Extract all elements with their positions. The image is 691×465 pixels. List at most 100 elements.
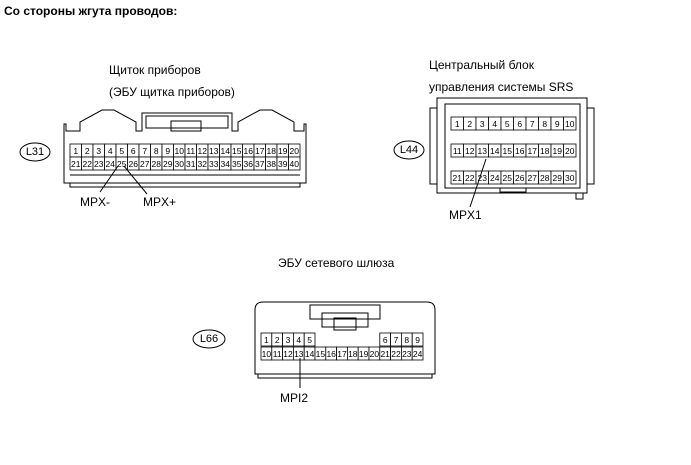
- l66-id-oval: [192, 329, 226, 349]
- l31-pin-27: 27: [140, 159, 150, 169]
- terminal-mpx-plus: MPX+: [143, 195, 176, 209]
- connector-l31-title: Щиток приборов: [109, 63, 201, 77]
- l31-pin-23: 23: [94, 159, 104, 169]
- l31-pin-36: 36: [244, 159, 254, 169]
- l44-pin-30-cell: [563, 170, 577, 185]
- l44-pin-4: 4: [492, 119, 497, 129]
- l66-pin-4: 4: [296, 335, 301, 345]
- l44-pin-8: 8: [542, 119, 547, 129]
- l31-pin-18: 18: [267, 146, 277, 156]
- l31-pin-37: 37: [255, 159, 265, 169]
- l44-pin-17: 17: [528, 146, 538, 156]
- page-heading: Со стороны жгута проводов:: [4, 4, 178, 18]
- terminal-mpx-minus: MPX-: [80, 195, 110, 209]
- terminal-mpi2: MPI2: [280, 391, 308, 405]
- l31-pin-29: 29: [163, 159, 173, 169]
- l66-pin-5: 5: [307, 335, 312, 345]
- l44-pin-10-cell: [563, 116, 577, 131]
- l66-pin-8: 8: [404, 335, 409, 345]
- l31-pin-24: 24: [106, 159, 116, 169]
- l66-id-label: L66: [200, 333, 218, 345]
- l31-pin-35: 35: [232, 159, 242, 169]
- l31-pin-33: 33: [209, 159, 219, 169]
- l31-pin-7: 7: [142, 146, 147, 156]
- l44-id-oval: [393, 140, 425, 160]
- l31-pin-12: 12: [198, 146, 208, 156]
- l31-pin-22: 22: [83, 159, 93, 169]
- l44-pin-23: 23: [478, 173, 488, 183]
- mpx-minus-leader: [99, 165, 119, 193]
- l66-pin-1: 1: [264, 335, 269, 345]
- l31-pin-4: 4: [108, 146, 113, 156]
- l31-pin-40-cell: [288, 156, 301, 171]
- l44-pin-22: 22: [465, 173, 475, 183]
- l66-pin-17: 17: [337, 349, 347, 359]
- l31-pin-11: 11: [186, 146, 195, 156]
- l44-pin-3: 3: [480, 119, 485, 129]
- l31-pin-10: 10: [175, 146, 185, 156]
- l44-pin-14: 14: [490, 146, 500, 156]
- l66-pin-20: 20: [370, 349, 380, 359]
- l31-pin-17: 17: [255, 146, 265, 156]
- l31-latch: [145, 115, 229, 129]
- l44-id-label: L44: [400, 144, 418, 156]
- l66-pin-18: 18: [348, 349, 358, 359]
- l44-pin-15: 15: [503, 146, 513, 156]
- l66-pin-22: 22: [391, 349, 401, 359]
- l31-pin-6: 6: [131, 146, 136, 156]
- l31-id-oval: [19, 142, 51, 162]
- l66-pin-10: 10: [262, 349, 272, 359]
- l31-pin-20: 20: [290, 146, 300, 156]
- connector-l44-subtitle: управления системы SRS: [429, 80, 574, 94]
- l66-pin-14: 14: [305, 349, 315, 359]
- l44-pin-25: 25: [503, 173, 513, 183]
- l31-pin-39: 39: [278, 159, 288, 169]
- l31-pin-38: 38: [267, 159, 277, 169]
- l44-pin-19: 19: [553, 146, 563, 156]
- l31-pin-16: 16: [244, 146, 254, 156]
- connector-l31-subtitle: (ЭБУ щитка приборов): [109, 85, 235, 99]
- l44-pin-24: 24: [490, 173, 500, 183]
- l66-pin-24: 24: [413, 349, 423, 359]
- l31-pin-26: 26: [129, 159, 139, 169]
- connector-l66-title: ЭБУ сетевого шлюза: [278, 256, 395, 270]
- l66-pin-15: 15: [316, 349, 326, 359]
- l44-pin-1: 1: [455, 119, 460, 129]
- l66-pin-19: 19: [359, 349, 369, 359]
- l66-pin-24-cell: [411, 346, 424, 361]
- l66-pin-3: 3: [286, 335, 291, 345]
- l44-pin-26: 26: [515, 173, 525, 183]
- l66-pin-9: 9: [415, 335, 420, 345]
- l66-pin-12: 12: [283, 349, 293, 359]
- l31-pin-25: 25: [117, 159, 127, 169]
- l44-pin-28: 28: [540, 173, 550, 183]
- l66-housing-outline: [254, 301, 436, 375]
- l31-pin-9: 9: [165, 146, 170, 156]
- l66-pin-11: 11: [273, 349, 282, 359]
- l31-id-label: L31: [26, 146, 44, 158]
- l31-pin-32: 32: [198, 159, 208, 169]
- l31-pin-30: 30: [175, 159, 185, 169]
- l44-pin-10: 10: [565, 119, 575, 129]
- l44-pin-5: 5: [505, 119, 510, 129]
- l31-pin-34: 34: [221, 159, 231, 169]
- l44-pin-21: 21: [453, 173, 463, 183]
- mpx-plus-leader: [123, 165, 148, 195]
- l31-housing-outline: [63, 109, 307, 184]
- l31-pin-31: 31: [186, 159, 196, 169]
- l66-pin-13: 13: [294, 349, 304, 359]
- l44-pin-2: 2: [467, 119, 472, 129]
- l31-latch-inner: [170, 120, 202, 132]
- l44-pin-29: 29: [553, 173, 563, 183]
- terminal-mpx1: MPX1: [449, 208, 482, 222]
- l44-pin-13: 13: [478, 146, 488, 156]
- connector-l44-title: Центральный блок: [429, 58, 534, 72]
- l31-pin-19: 19: [278, 146, 288, 156]
- l44-pin-12: 12: [465, 146, 475, 156]
- l44-pin-20: 20: [565, 146, 575, 156]
- l31-pin-8: 8: [154, 146, 159, 156]
